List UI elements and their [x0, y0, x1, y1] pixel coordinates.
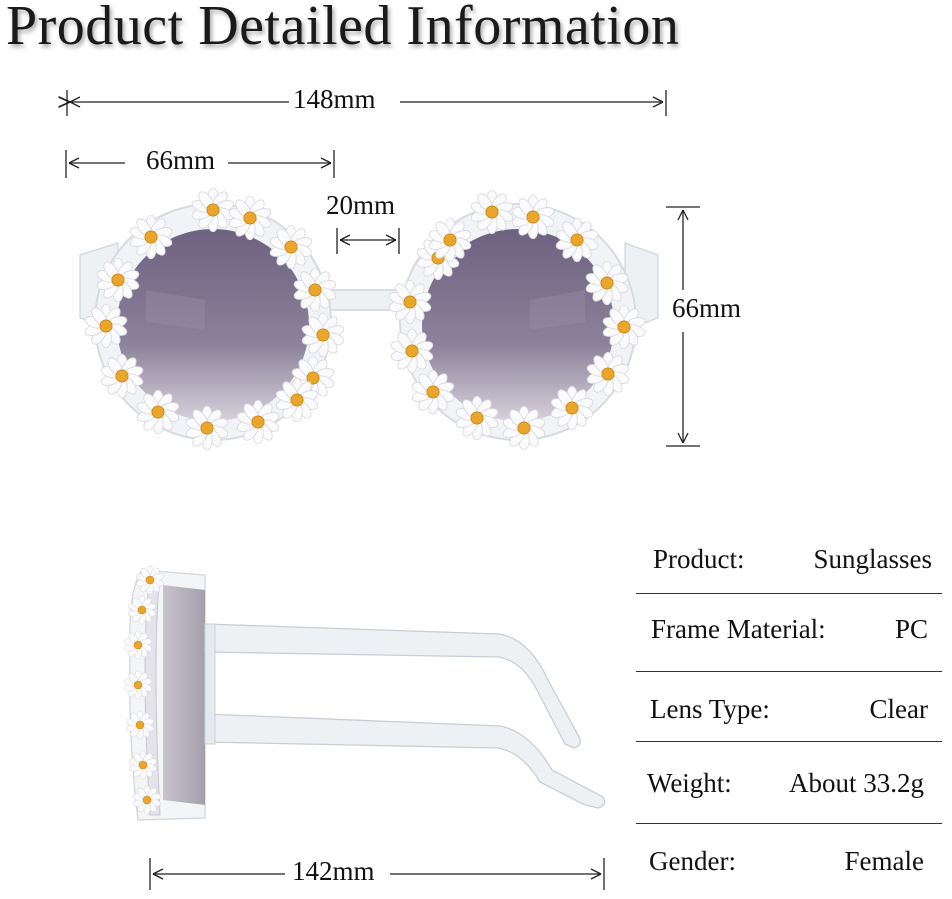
spec-row-weight: Weight: About 33.2g	[636, 742, 942, 824]
divider	[636, 741, 942, 742]
lens-width-label: 66mm	[142, 145, 220, 176]
lens-height-label: 66mm	[668, 293, 746, 324]
glasses-side-view	[123, 565, 606, 821]
spec-label: Gender:	[649, 846, 736, 876]
page-title: Product Detailed Information	[6, 0, 680, 57]
dimension-lines	[66, 90, 700, 890]
spec-value: Clear	[869, 694, 928, 724]
temple-length-label: 142mm	[288, 856, 379, 887]
spec-row-frame-material: Frame Material: PC	[636, 594, 942, 672]
spec-row-lens-type: Lens Type: Clear	[636, 672, 942, 742]
divider	[636, 823, 942, 824]
spec-label: Product:	[653, 544, 745, 574]
total-width-label: 148mm	[289, 84, 380, 115]
spec-label: Weight:	[647, 768, 732, 798]
spec-value: About 33.2g	[789, 768, 924, 798]
spec-row-gender: Gender: Female	[636, 824, 942, 894]
spec-value: Female	[844, 846, 924, 876]
spec-label: Lens Type:	[650, 694, 770, 724]
spec-row-product: Product: Sunglasses	[636, 534, 942, 594]
divider	[636, 593, 942, 594]
bridge-width-label: 20mm	[322, 190, 400, 221]
spec-value: Sunglasses	[813, 544, 932, 574]
divider	[636, 671, 942, 672]
spec-value: PC	[894, 614, 928, 644]
spec-label: Frame Material:	[651, 614, 826, 644]
glasses-front-view	[79, 187, 659, 451]
